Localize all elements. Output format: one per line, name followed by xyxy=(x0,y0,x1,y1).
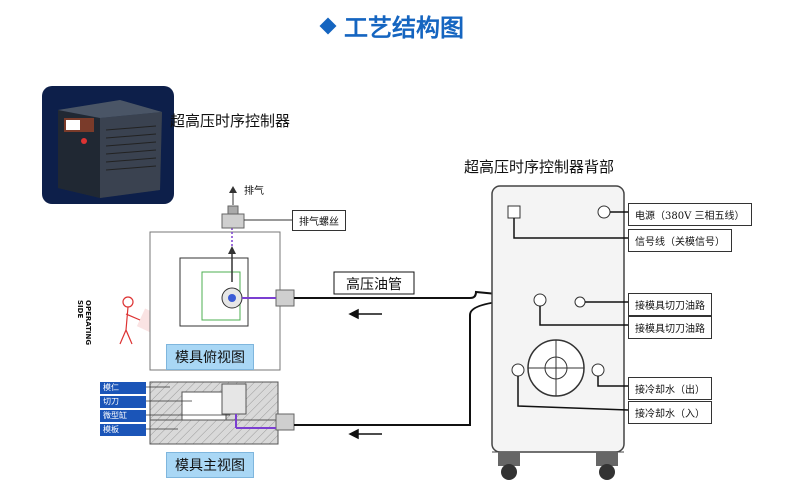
pipe-label: 高压油管 xyxy=(346,277,402,293)
label-cutter-oil-1: 接模具切刀油路 xyxy=(628,293,712,316)
legend-item-mold-core: 模仁 xyxy=(100,382,146,394)
top-view-label: 模具俯视图 xyxy=(166,344,254,370)
exhaust-screw-label: 排气螺丝 xyxy=(292,210,346,231)
operating-side-label: OPERATING SIDE xyxy=(76,300,92,346)
pipe-label-box xyxy=(333,271,415,295)
label-cooling-in: 接冷却水（入） xyxy=(628,401,712,424)
label-signal: 信号线（关模信号） xyxy=(628,229,732,252)
label-cooling-out: 接冷却水（出） xyxy=(628,377,712,400)
controller-back-panel xyxy=(491,185,625,480)
back-caption: 超高压时序控制器背部 xyxy=(464,158,615,176)
exhaust-fitting xyxy=(221,186,292,229)
back-leader-lines xyxy=(513,211,629,411)
front-view-label: 模具主视图 xyxy=(166,452,254,478)
page-title-text: 工艺结构图 xyxy=(344,14,464,42)
label-power: 电源（380V 三相五线） xyxy=(628,203,752,226)
legend-item-mold-plate: 模板 xyxy=(100,424,146,436)
legend-item-cutter: 切刀 xyxy=(100,396,146,408)
device-caption: 超高压时序控制器 xyxy=(170,112,291,130)
flow-arrows xyxy=(348,308,382,440)
label-cutter-oil-2: 接模具切刀油路 xyxy=(628,316,712,339)
controller-photo xyxy=(42,86,174,204)
operator-figure xyxy=(119,296,141,345)
page-title: 工艺结构图 xyxy=(0,8,786,43)
exhaust-label: 排气 xyxy=(244,186,264,197)
legend-item-micro-cylinder: 微型缸 xyxy=(100,410,146,422)
mold-front-view xyxy=(149,381,295,445)
legend-pointers xyxy=(143,386,230,430)
